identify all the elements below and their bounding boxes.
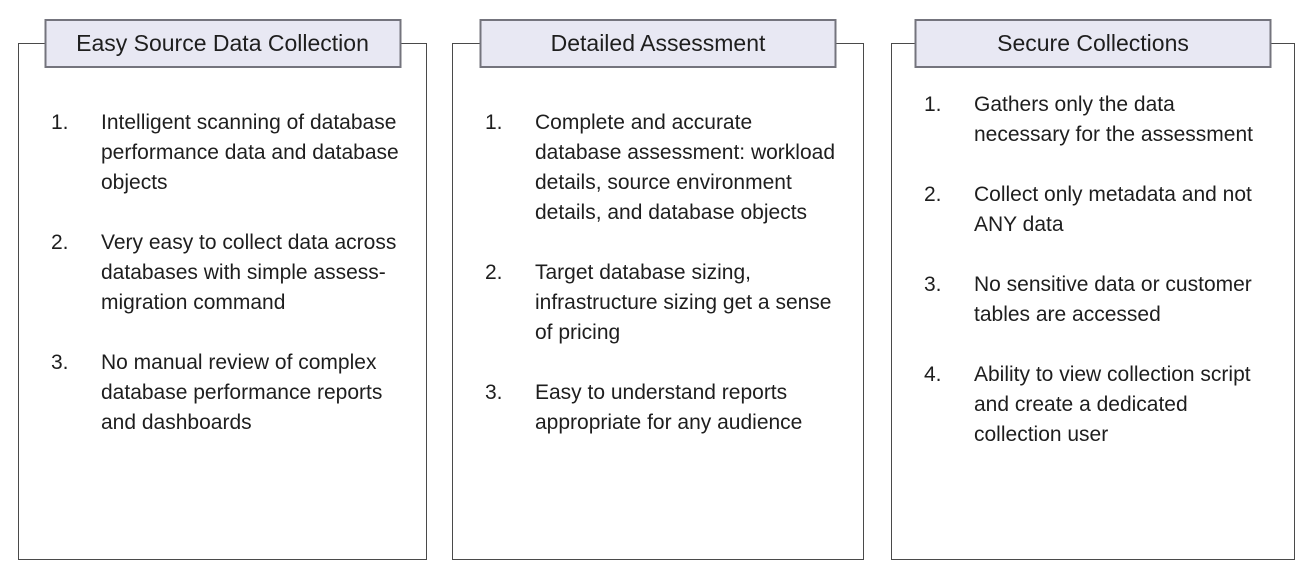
- list-item: 3. Easy to understand reports appropriat…: [485, 378, 837, 438]
- panel-secure-collections: Secure Collections 1. Gathers only the d…: [891, 19, 1295, 560]
- list-item-number: 4.: [924, 363, 942, 386]
- list-item-number: 2.: [51, 231, 69, 254]
- panel-title: Detailed Assessment: [550, 30, 766, 56]
- list-item-number: 1.: [485, 111, 503, 134]
- panel-title-box: Detailed Assessment: [479, 19, 837, 68]
- list-item-text: No manual review of complex database per…: [101, 351, 383, 434]
- list-item-text: Intelligent scanning of database perform…: [101, 111, 399, 194]
- list-item: 1. Gathers only the data necessary for t…: [924, 90, 1268, 150]
- panel-body: 1. Gathers only the data necessary for t…: [892, 44, 1294, 450]
- list-item: 2. Target database sizing, infrastructur…: [485, 258, 837, 348]
- panel-title-box: Secure Collections: [914, 19, 1272, 68]
- list-item: 1. Complete and accurate database assess…: [485, 108, 837, 228]
- list-item-text: Collect only metadata and not ANY data: [974, 183, 1252, 236]
- list-item-number: 3.: [51, 351, 69, 374]
- list-item-text: Complete and accurate database assessmen…: [535, 111, 835, 224]
- list-item: 4. Ability to view collection script and…: [924, 360, 1268, 450]
- list-item-number: 2.: [485, 261, 503, 284]
- list-item-text: Easy to understand reports appropriate f…: [535, 381, 803, 434]
- list-item-text: No sensitive data or customer tables are…: [974, 273, 1252, 326]
- panel-detailed-assessment: Detailed Assessment 1. Complete and accu…: [452, 19, 864, 560]
- panel-body: 1. Complete and accurate database assess…: [453, 44, 863, 438]
- panel-title: Easy Source Data Collection: [76, 30, 369, 56]
- list-item-text: Gathers only the data necessary for the …: [974, 93, 1253, 146]
- panel-title: Secure Collections: [997, 30, 1189, 56]
- list-item-text: Target database sizing, infrastructure s…: [535, 261, 832, 344]
- panel-title-box: Easy Source Data Collection: [44, 19, 401, 68]
- list-item: 3. No manual review of complex database …: [51, 348, 400, 438]
- list-item-number: 2.: [924, 183, 942, 206]
- list-item-number: 1.: [924, 93, 942, 116]
- list-item: 2. Very easy to collect data across data…: [51, 228, 400, 318]
- list-item-text: Ability to view collection script and cr…: [974, 363, 1251, 446]
- list-item-text: Very easy to collect data across databas…: [101, 231, 397, 314]
- panel-easy-source-data-collection: Easy Source Data Collection 1. Intellige…: [18, 19, 427, 560]
- list-item: 3. No sensitive data or customer tables …: [924, 270, 1268, 330]
- panel-body: 1. Intelligent scanning of database perf…: [19, 44, 426, 438]
- list-item-number: 3.: [924, 273, 942, 296]
- list-item-number: 1.: [51, 111, 69, 134]
- list-item: 1. Intelligent scanning of database perf…: [51, 108, 400, 198]
- list-item: 2. Collect only metadata and not ANY dat…: [924, 180, 1268, 240]
- list-item-number: 3.: [485, 381, 503, 404]
